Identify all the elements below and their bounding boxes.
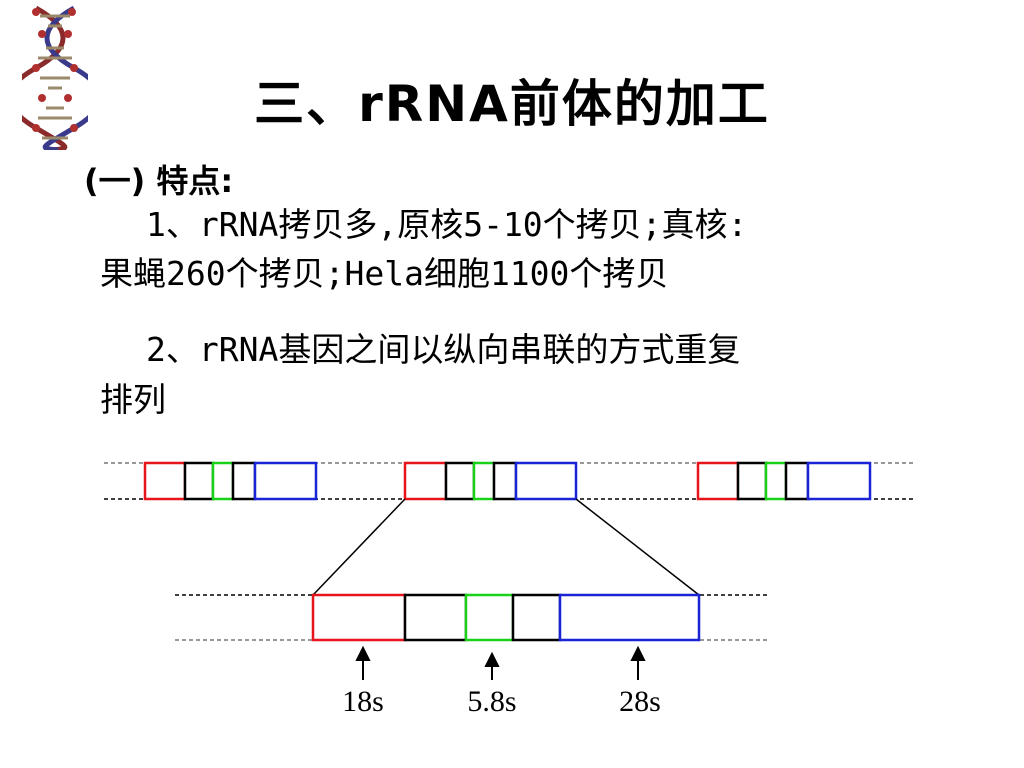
enlarged-spacer-1: [403, 593, 468, 642]
enlarged-18s-segment: [311, 593, 407, 642]
dna-atoms: [32, 8, 78, 132]
point-2-line-2: 排列: [100, 380, 166, 419]
unit3-spacer-1: [736, 461, 768, 501]
dna-helix-logo: [22, 5, 88, 150]
unit3-spacer-2: [784, 461, 810, 501]
enlarged-5-8s-segment: [464, 593, 515, 642]
repeat-unit-3: [696, 461, 872, 501]
unit1-28s-segment: [253, 461, 318, 501]
unit3-5-8s-segment: [764, 461, 788, 501]
unit2-28s-segment: [514, 461, 578, 501]
unit2-18s-segment: [403, 461, 448, 501]
dna-strand-left: [22, 5, 68, 150]
unit1-spacer-2: [231, 461, 257, 501]
dna-base-pairs: [38, 14, 72, 140]
unit1-5-8s-segment: [211, 461, 235, 501]
section-subheading: (一) 特点:: [84, 162, 234, 200]
arrow-18s: [355, 645, 371, 680]
zoom-line-right: [575, 498, 700, 596]
repeat-unit-2: [403, 461, 578, 501]
rrna-tandem-repeat-diagram: 18s 5.8s 28s: [104, 461, 914, 718]
label-28s: 28s: [619, 685, 661, 718]
unit2-5-8s-segment: [472, 461, 496, 501]
label-5-8s: 5.8s: [467, 685, 516, 718]
point-2-line-1: 2、rRNA基因之间以纵向串联的方式重复: [146, 330, 741, 369]
repeat-unit-1: [143, 461, 318, 501]
enlarged-spacer-2: [511, 593, 562, 642]
label-18s: 18s: [342, 685, 384, 718]
unit1-spacer-1: [183, 461, 215, 501]
enlarged-28s-segment: [558, 593, 701, 642]
unit3-18s-segment: [696, 461, 740, 501]
arrow-5-8s: [484, 651, 500, 680]
unit2-spacer-1: [444, 461, 476, 501]
slide-title: 三、rRNA前体的加工: [254, 75, 770, 133]
arrow-28s: [630, 645, 646, 680]
zoom-line-left: [312, 498, 406, 596]
point-1-line-2: 果蝇260个拷贝;Hela细胞1100个拷贝: [100, 254, 669, 293]
unit2-spacer-2: [492, 461, 518, 501]
dna-strand-right: [42, 5, 88, 150]
unit1-18s-segment: [143, 461, 187, 501]
unit3-28s-segment: [806, 461, 872, 501]
enlarged-repeat-unit: [311, 593, 701, 642]
point-1-line-1: 1、rRNA拷贝多,原核5-10个拷贝;真核:: [146, 205, 748, 244]
